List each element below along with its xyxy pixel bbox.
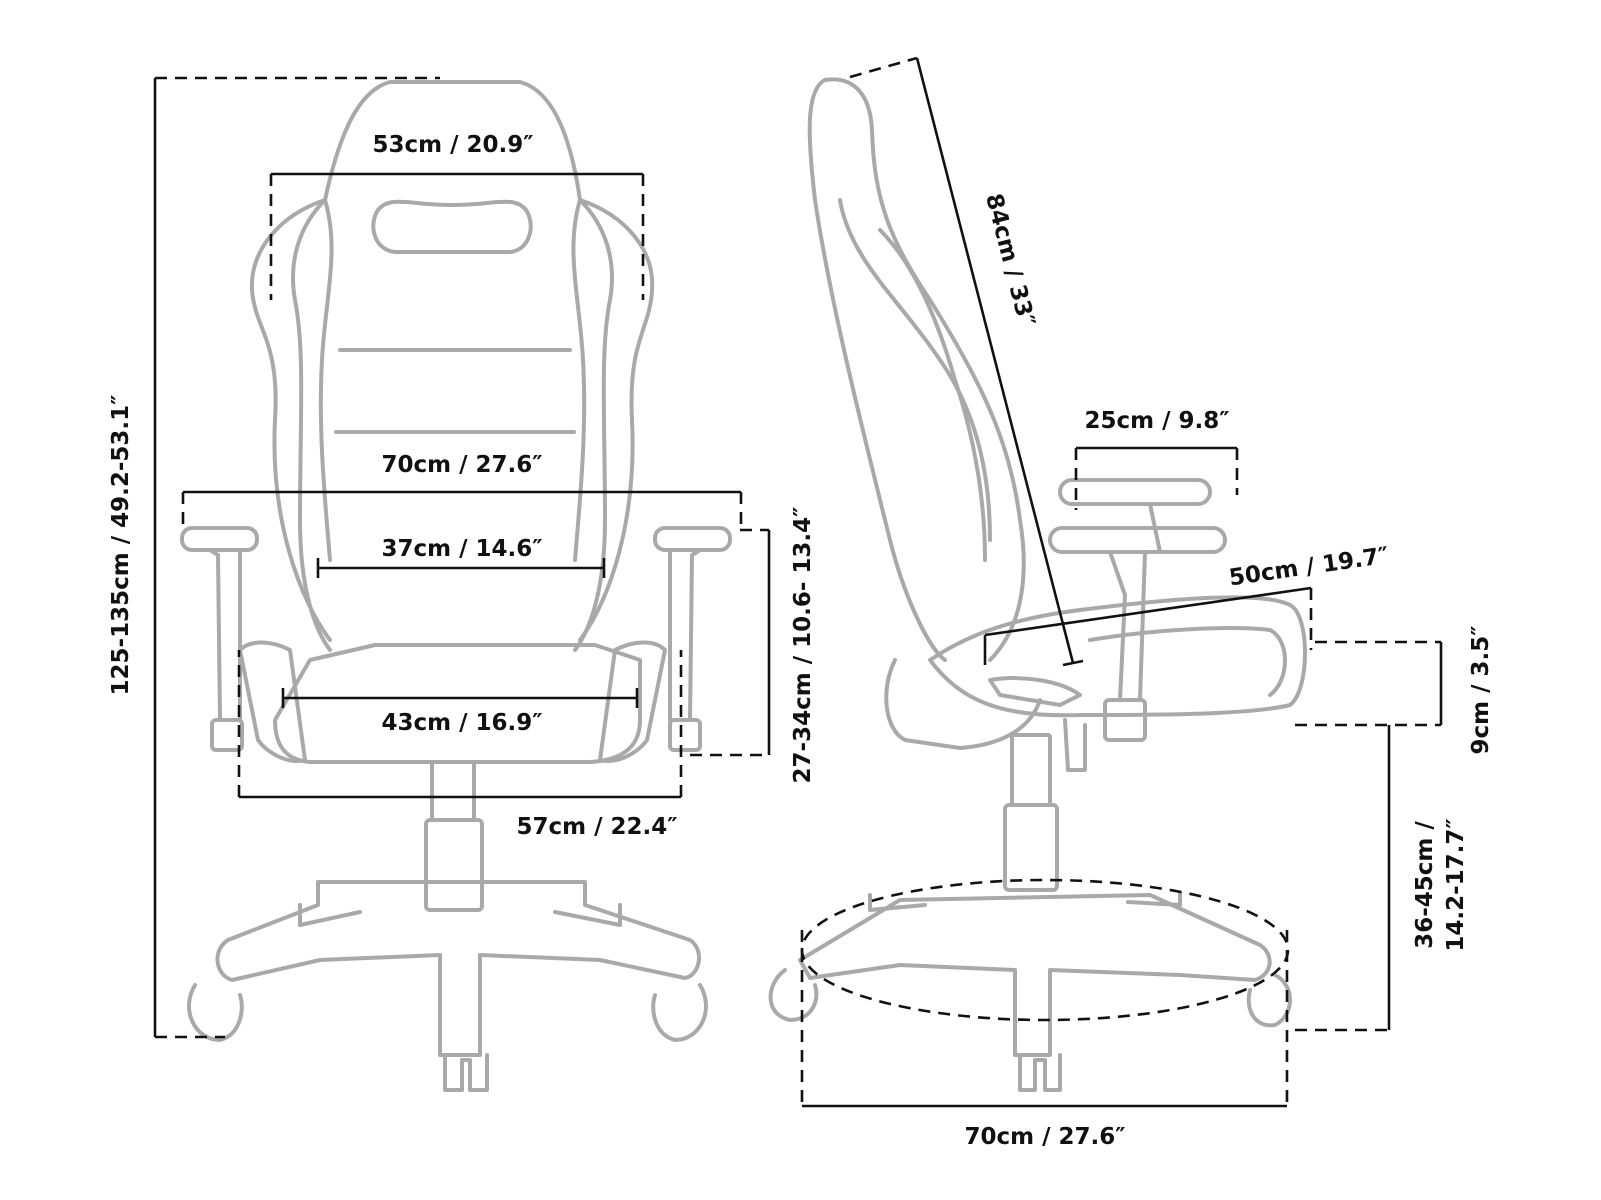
back-width-label: 37cm / 14.6″ <box>381 536 542 562</box>
base-diameter-label: 70cm / 27.6″ <box>964 1124 1125 1150</box>
side-chair-outline <box>768 77 1307 1092</box>
backrest-height-label: 84cm / 33″ <box>980 191 1039 329</box>
total-height-label: 125-135cm / 49.2-53.1″ <box>108 395 134 696</box>
base-width-label: 57cm / 22.4″ <box>516 814 677 840</box>
front-chair-outline <box>180 80 732 1092</box>
side-dimension-lines <box>800 56 1443 1108</box>
seat-height-label-line2: 14.2-17.7″ <box>1443 818 1469 951</box>
dimension-labels: 53cm / 20.9″ 70cm / 27.6″ 37cm / 14.6″ 4… <box>108 132 1494 1150</box>
headrest-width-label: 53cm / 20.9″ <box>372 132 533 158</box>
seat-thickness-label: 9cm / 3.5″ <box>1468 625 1494 754</box>
seat-depth-label: 50cm / 19.7″ <box>1227 543 1390 592</box>
front-dimension-lines <box>153 76 771 1039</box>
seat-height-label-line1: 36-45cm / <box>1412 821 1438 949</box>
armrest-height-label: 27-34cm / 10.6- 13.4″ <box>790 507 816 784</box>
armrest-length-label: 25cm / 9.8″ <box>1084 408 1229 434</box>
armrest-span-label: 70cm / 27.6″ <box>381 452 542 478</box>
seat-width-label: 43cm / 16.9″ <box>381 710 542 736</box>
